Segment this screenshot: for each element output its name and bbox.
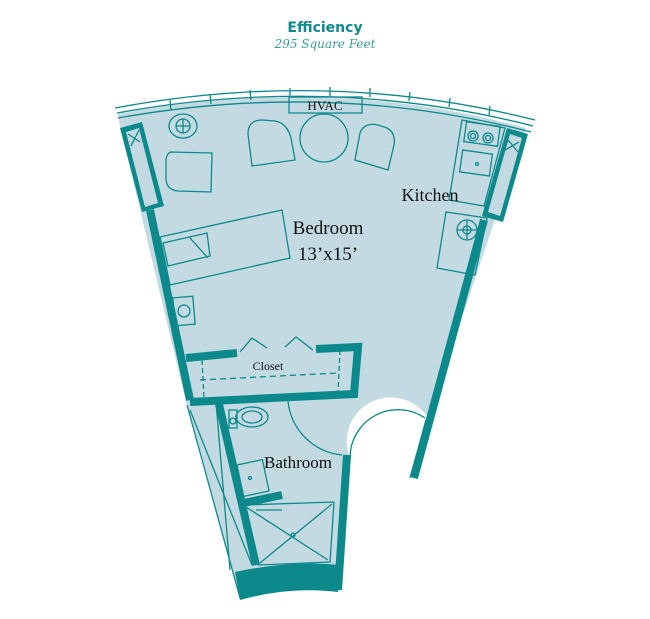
bathroom (186, 395, 351, 600)
bed (159, 209, 291, 327)
hvac-label: HVAC (307, 98, 342, 113)
plan-area: 295 Square Feet (274, 37, 376, 51)
armchair (165, 151, 213, 193)
closet (185, 336, 363, 406)
left-window-box (120, 122, 164, 212)
lamp-table (168, 113, 198, 139)
window-band (114, 87, 536, 133)
dining-chair-right (354, 123, 395, 171)
dining-table (299, 113, 349, 163)
entry-door-swing (349, 409, 426, 459)
bathroom-label: Bathroom (264, 453, 332, 472)
plan-title: Efficiency (287, 20, 362, 36)
sliding-door (409, 419, 427, 479)
bedroom-label: Bedroom (293, 218, 364, 239)
bedroom-size: 13’x15’ (298, 244, 358, 265)
hvac-unit (288, 96, 363, 114)
right-window-box (482, 128, 528, 222)
right-wall (410, 218, 488, 480)
nightstand (172, 295, 196, 327)
kitchen-counter (436, 119, 506, 276)
kitchen-label: Kitchen (402, 185, 459, 205)
left-wall (146, 209, 194, 401)
closet-label: Closet (253, 359, 284, 373)
dining-chair-left (247, 119, 296, 167)
